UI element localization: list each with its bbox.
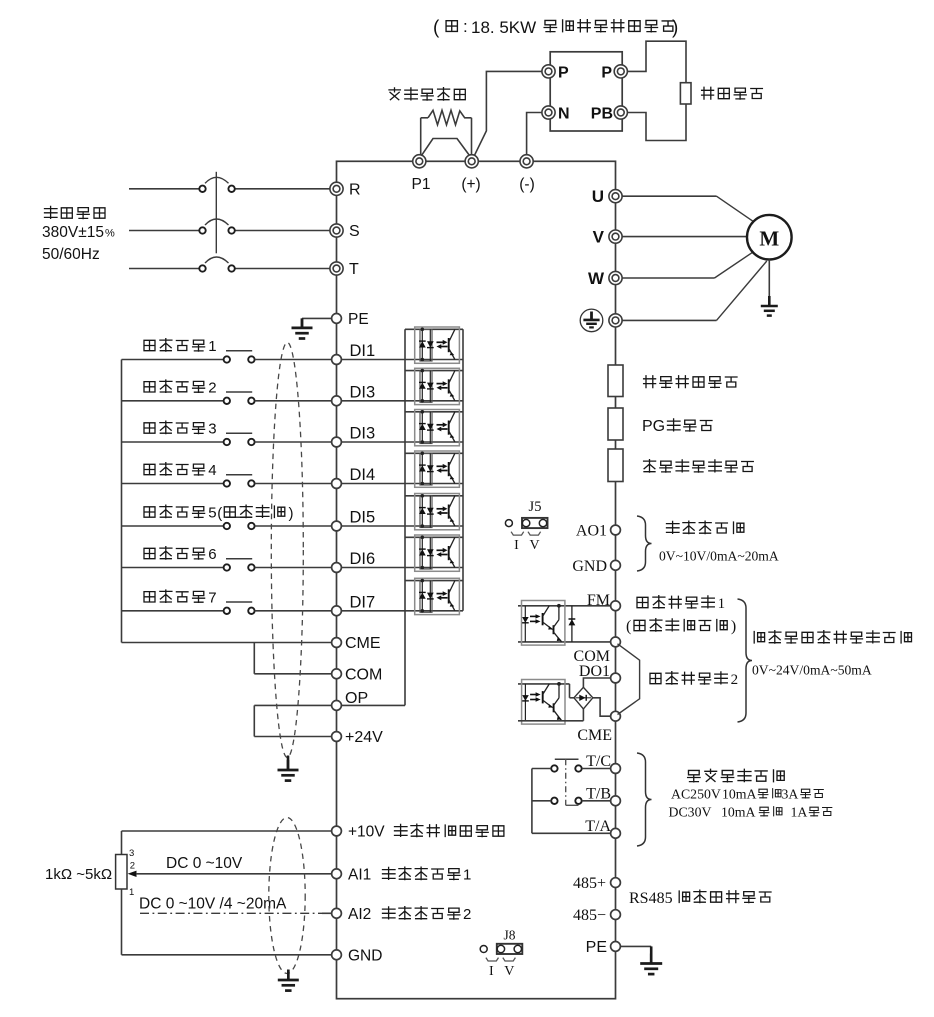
svg-text:GND: GND bbox=[348, 948, 382, 965]
svg-text:AI2: AI2 bbox=[348, 906, 371, 923]
svg-text:T/A: T/A bbox=[585, 818, 611, 835]
svg-text:1: 1 bbox=[718, 596, 726, 612]
svg-text::: : bbox=[463, 17, 468, 36]
svg-text:DC 0 ~10V /4 ~20mA: DC 0 ~10V /4 ~20mA bbox=[139, 896, 287, 913]
svg-text:3A: 3A bbox=[782, 787, 799, 802]
svg-text:380V±15: 380V±15 bbox=[42, 224, 104, 241]
svg-text:GND: GND bbox=[572, 558, 607, 575]
svg-text:485+: 485+ bbox=[573, 875, 606, 892]
svg-text:S: S bbox=[349, 223, 360, 240]
svg-text:1A: 1A bbox=[791, 805, 808, 820]
svg-text:3: 3 bbox=[129, 848, 134, 859]
svg-text:V: V bbox=[529, 538, 539, 553]
svg-text:I: I bbox=[514, 538, 519, 553]
svg-text:P1: P1 bbox=[412, 176, 431, 193]
svg-text:PE: PE bbox=[586, 939, 607, 956]
svg-text:7: 7 bbox=[208, 589, 216, 606]
svg-text:T: T bbox=[349, 261, 359, 278]
svg-text:0V~10V/0mA~20mA: 0V~10V/0mA~20mA bbox=[659, 549, 779, 564]
svg-text:6: 6 bbox=[208, 546, 216, 563]
svg-text:V: V bbox=[504, 964, 514, 979]
svg-text:1kΩ ~5kΩ: 1kΩ ~5kΩ bbox=[45, 866, 112, 883]
svg-text:J5: J5 bbox=[529, 499, 542, 515]
svg-text:5: 5 bbox=[208, 505, 216, 522]
svg-text:): ) bbox=[672, 18, 678, 39]
svg-text:+10V: +10V bbox=[348, 824, 385, 841]
svg-text:DO1: DO1 bbox=[579, 663, 610, 680]
svg-text:DC30V: DC30V bbox=[669, 805, 712, 820]
svg-text:(: ( bbox=[217, 505, 222, 522]
svg-text:+24V: +24V bbox=[345, 729, 383, 746]
svg-text:V: V bbox=[593, 228, 605, 247]
svg-text:CME: CME bbox=[345, 635, 381, 652]
svg-text:OP: OP bbox=[345, 690, 368, 707]
svg-text:PG: PG bbox=[642, 418, 665, 435]
svg-text:FM: FM bbox=[587, 592, 610, 609]
svg-text:I: I bbox=[489, 964, 494, 979]
svg-text:DC 0 ~10V: DC 0 ~10V bbox=[166, 855, 243, 872]
svg-text:J8: J8 bbox=[503, 928, 515, 943]
svg-text:18. 5KW: 18. 5KW bbox=[471, 18, 536, 37]
svg-text:COM: COM bbox=[345, 667, 382, 684]
svg-text:): ) bbox=[289, 505, 294, 522]
svg-text:AC250V: AC250V bbox=[671, 787, 721, 802]
svg-text:DI7: DI7 bbox=[350, 593, 376, 611]
svg-text:2: 2 bbox=[463, 906, 471, 923]
svg-text:2: 2 bbox=[208, 379, 216, 396]
svg-text:10mA: 10mA bbox=[722, 787, 757, 802]
svg-text:(+): (+) bbox=[461, 176, 480, 193]
svg-text:4: 4 bbox=[208, 462, 216, 479]
svg-text:485−: 485− bbox=[573, 907, 606, 924]
svg-text:N: N bbox=[558, 106, 570, 123]
svg-text:10mA: 10mA bbox=[721, 805, 756, 820]
svg-text:COM: COM bbox=[574, 648, 610, 665]
svg-text:T/C: T/C bbox=[586, 753, 611, 770]
svg-text:%: % bbox=[105, 228, 115, 240]
svg-text:2: 2 bbox=[130, 861, 135, 872]
svg-text:PE: PE bbox=[348, 311, 369, 328]
svg-text:1: 1 bbox=[463, 867, 471, 884]
svg-text:R: R bbox=[349, 181, 361, 198]
svg-text:DI5: DI5 bbox=[350, 509, 376, 527]
svg-text:AI1: AI1 bbox=[348, 867, 371, 884]
svg-text:2: 2 bbox=[731, 672, 739, 688]
svg-text:AO1: AO1 bbox=[576, 523, 607, 540]
svg-text:): ) bbox=[731, 618, 736, 635]
svg-text:0V~24V/0mA~50mA: 0V~24V/0mA~50mA bbox=[752, 663, 872, 678]
svg-text:T/B: T/B bbox=[586, 786, 611, 803]
svg-text:DI3: DI3 bbox=[350, 383, 376, 401]
svg-text:50/60Hz: 50/60Hz bbox=[42, 246, 100, 263]
svg-text:DI4: DI4 bbox=[350, 466, 376, 484]
svg-text:DI3: DI3 bbox=[350, 425, 376, 443]
svg-text:3: 3 bbox=[208, 421, 216, 438]
svg-text:1: 1 bbox=[208, 338, 216, 355]
svg-text:M: M bbox=[759, 227, 779, 251]
svg-text:P: P bbox=[601, 65, 612, 82]
svg-text:DI6: DI6 bbox=[350, 550, 376, 568]
svg-text:RS485: RS485 bbox=[629, 890, 673, 907]
svg-text:DI1: DI1 bbox=[350, 342, 376, 360]
svg-text:W: W bbox=[588, 269, 605, 288]
svg-text:CME: CME bbox=[577, 727, 612, 744]
svg-text:P: P bbox=[558, 65, 569, 82]
svg-text:(-): (-) bbox=[519, 176, 535, 193]
svg-text:U: U bbox=[592, 187, 604, 206]
svg-text:(: ( bbox=[626, 618, 631, 635]
svg-text:(: ( bbox=[433, 18, 440, 39]
svg-text:1: 1 bbox=[129, 887, 134, 898]
svg-text:PB: PB bbox=[591, 106, 613, 123]
